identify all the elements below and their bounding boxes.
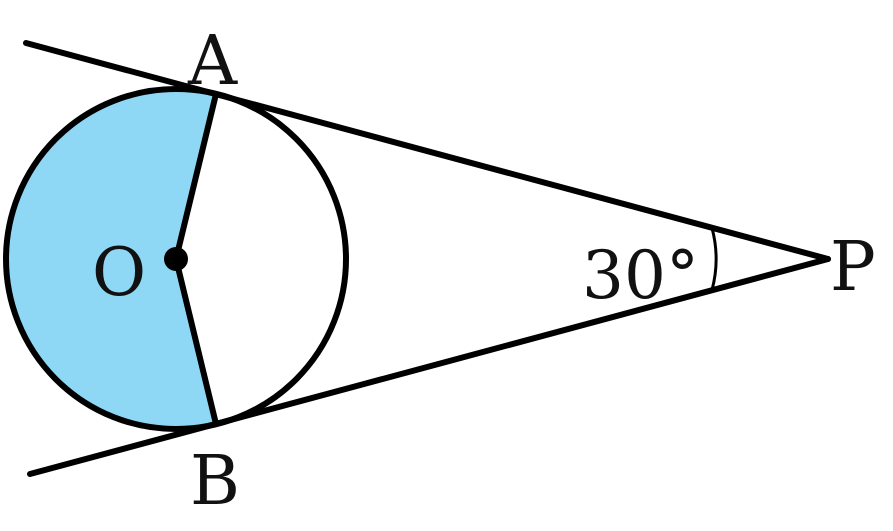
label-a: A (187, 22, 238, 101)
radius-ob (173, 256, 219, 427)
label-p: P (830, 228, 876, 307)
label-o: O (92, 234, 146, 311)
shaded-major-sector (5, 89, 216, 430)
circle (3, 86, 349, 432)
tangent-pb (27, 256, 831, 477)
angle-label: 30° (582, 237, 699, 314)
center-point-o (164, 247, 188, 271)
label-b: B (190, 442, 240, 521)
tangent-pa (23, 40, 831, 262)
radius-oa (173, 91, 219, 262)
angle-arc-p (710, 227, 718, 291)
